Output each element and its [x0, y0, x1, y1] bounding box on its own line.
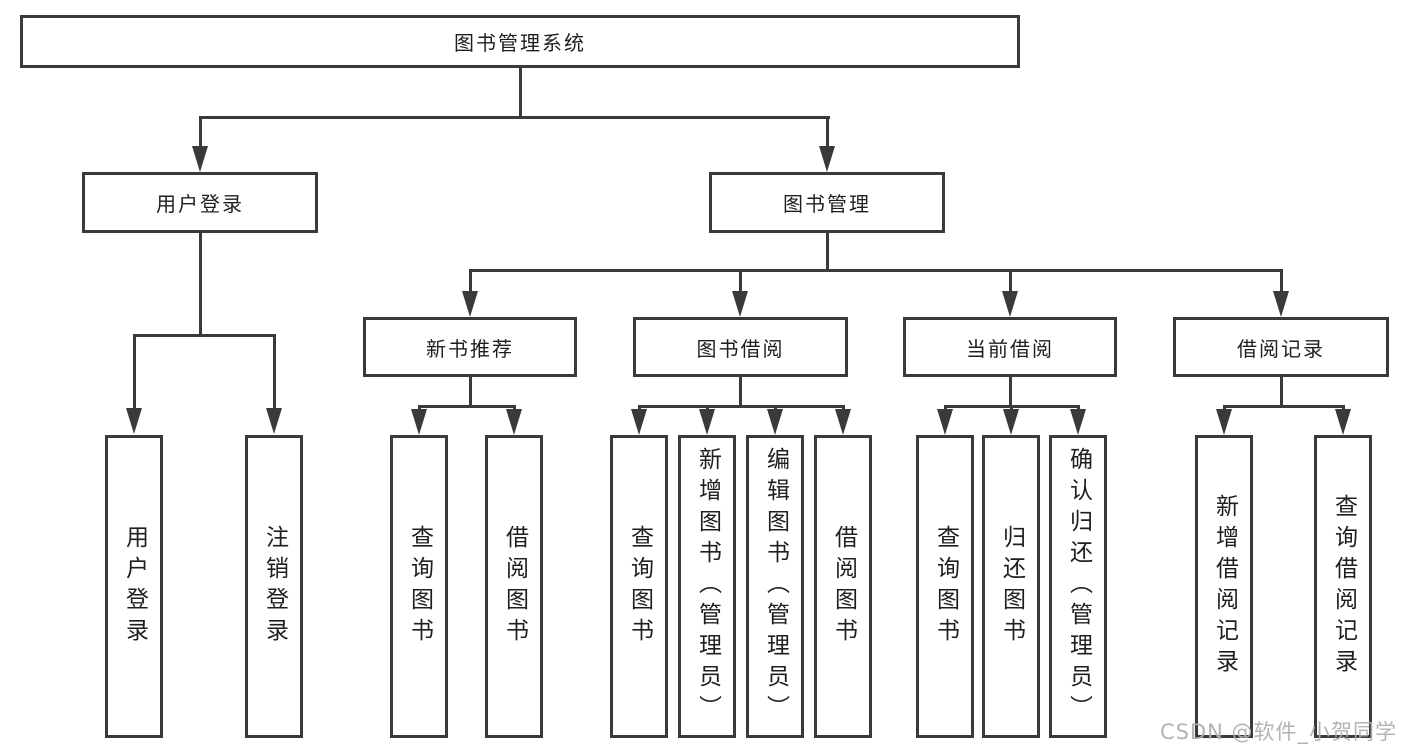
- connector-line: [1009, 377, 1012, 408]
- connector-line: [739, 377, 742, 408]
- node-library-management-system: 图书管理系统: [20, 15, 1020, 68]
- leaf-add-books-admin: 新增图书（管理员）: [678, 435, 736, 738]
- arrowhead-down: [1002, 291, 1018, 317]
- leaf-query-borrow-record: 查询借阅记录: [1314, 435, 1372, 738]
- connector-line: [418, 405, 516, 408]
- arrowhead-down: [411, 409, 427, 435]
- leaf-borrow-books-recommend: 借阅图书: [485, 435, 543, 738]
- leaf-query-books-recommend: 查询图书: [390, 435, 448, 738]
- connector-line: [1280, 269, 1283, 293]
- connector-line: [199, 116, 830, 119]
- arrowhead-down: [192, 146, 208, 172]
- leaf-query-books-borrow: 查询图书: [610, 435, 668, 738]
- connector-line: [469, 269, 472, 293]
- node-new-book-recommendation: 新书推荐: [363, 317, 577, 377]
- connector-line: [133, 334, 276, 337]
- leaf-query-books-current: 查询图书: [916, 435, 974, 738]
- arrowhead-down: [732, 291, 748, 317]
- connector-line: [469, 377, 472, 408]
- leaf-borrow-books: 借阅图书: [814, 435, 872, 738]
- leaf-logout: 注销登录: [245, 435, 303, 738]
- leaf-user-login: 用户登录: [105, 435, 163, 738]
- arrowhead-down: [835, 409, 851, 435]
- connector-line: [469, 269, 1282, 272]
- arrowhead-down: [767, 409, 783, 435]
- leaf-confirm-return-admin: 确认归还（管理员）: [1049, 435, 1107, 738]
- node-book-management: 图书管理: [709, 172, 945, 233]
- arrowhead-down: [462, 291, 478, 317]
- connector-line: [273, 334, 276, 410]
- arrowhead-down: [937, 409, 953, 435]
- node-borrowing-records: 借阅记录: [1173, 317, 1389, 377]
- arrowhead-down: [126, 408, 142, 434]
- connector-line: [1009, 269, 1012, 293]
- arrowhead-down: [819, 146, 835, 172]
- connector-line: [1280, 377, 1283, 408]
- leaf-add-borrow-record: 新增借阅记录: [1195, 435, 1253, 738]
- leaf-edit-books-admin: 编辑图书（管理员）: [746, 435, 804, 738]
- connector-line: [739, 269, 742, 293]
- csdn-watermark: CSDN @软件_小贺同学: [1160, 720, 1398, 744]
- connector-line: [826, 116, 829, 148]
- arrowhead-down: [1216, 409, 1232, 435]
- node-current-borrowing: 当前借阅: [903, 317, 1117, 377]
- connector-line: [638, 405, 845, 408]
- connector-line: [199, 233, 202, 337]
- arrowhead-down: [1003, 409, 1019, 435]
- connector-line: [199, 116, 202, 148]
- node-user-login: 用户登录: [82, 172, 318, 233]
- connector-line: [826, 233, 829, 272]
- arrowhead-down: [266, 408, 282, 434]
- arrowhead-down: [631, 409, 647, 435]
- connector-line: [1223, 405, 1345, 408]
- arrowhead-down: [506, 409, 522, 435]
- arrowhead-down: [1070, 409, 1086, 435]
- node-book-borrowing: 图书借阅: [633, 317, 848, 377]
- arrowhead-down: [699, 409, 715, 435]
- connector-line: [519, 68, 522, 119]
- arrowhead-down: [1335, 409, 1351, 435]
- arrowhead-down: [1273, 291, 1289, 317]
- leaf-return-books: 归还图书: [982, 435, 1040, 738]
- connector-line: [133, 334, 136, 410]
